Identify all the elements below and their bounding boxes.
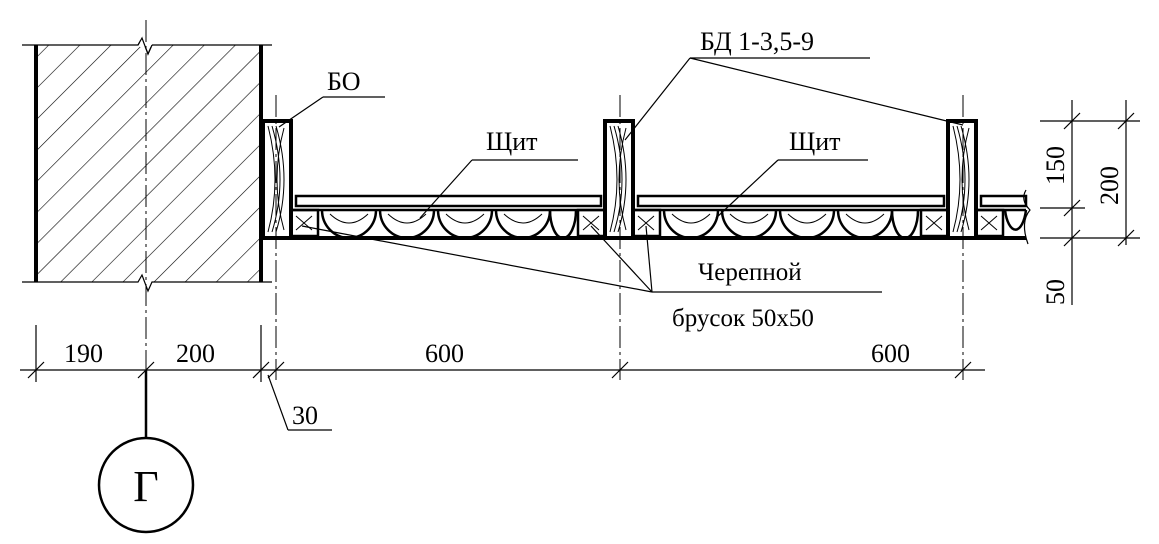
shield-board-left [294, 194, 603, 208]
beam-right [946, 119, 978, 240]
dim-600-right: 600 [871, 339, 910, 368]
dim-190: 190 [64, 339, 103, 368]
half-round-fillers [320, 209, 1028, 240]
dim-30: 30 [292, 401, 318, 430]
shield-board-right [636, 194, 946, 208]
axis-label-g: Г [133, 462, 158, 511]
label-shield-left: Щит [486, 127, 538, 156]
leader-lines [278, 57, 964, 293]
dim-600-left: 600 [425, 339, 464, 368]
dimensions-right [1040, 100, 1140, 305]
dim-200-bottom: 200 [176, 339, 215, 368]
label-bo: БО [327, 67, 361, 96]
axis-lines [145, 20, 964, 380]
label-cranial-line2: брусок 50х50 [672, 305, 814, 332]
dim-150: 150 [1041, 146, 1070, 185]
dimensions-bottom [20, 325, 985, 431]
shield-board-edge [979, 194, 1028, 208]
label-shield-right: Щит [789, 127, 841, 156]
axis-marker [97, 370, 195, 534]
beam-middle [603, 119, 635, 240]
label-cranial-line1: Черепной [698, 259, 802, 286]
floor-structure [261, 119, 1031, 245]
dim-200-right: 200 [1095, 166, 1124, 205]
dim-50: 50 [1041, 279, 1070, 305]
label-bd: БД 1-3,5-9 [700, 27, 814, 56]
wall-section [22, 36, 272, 293]
beam-bo [261, 119, 293, 240]
